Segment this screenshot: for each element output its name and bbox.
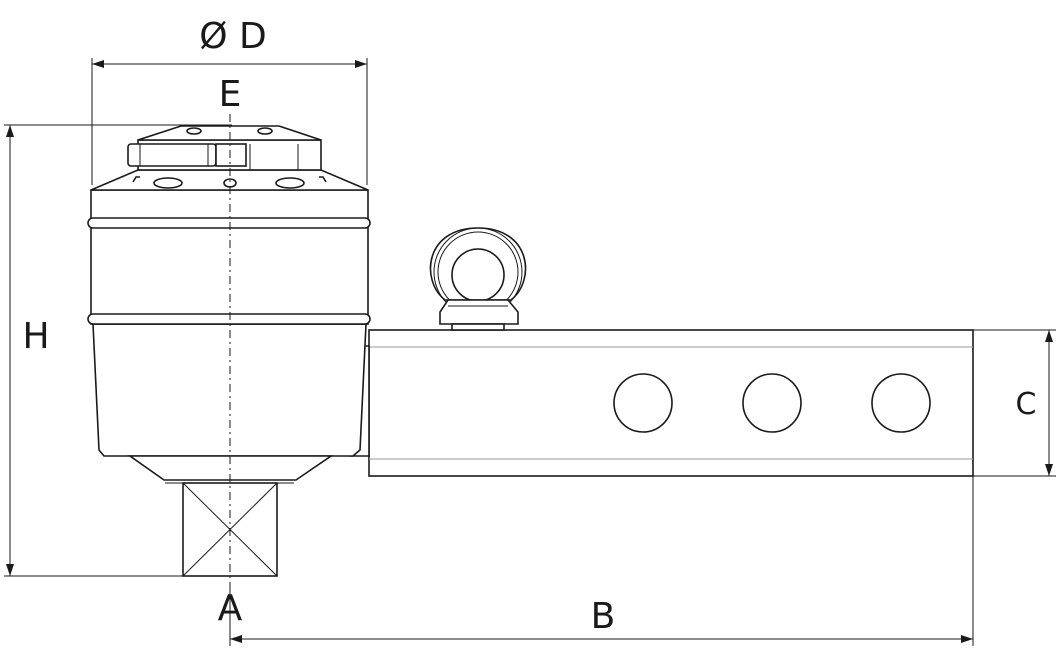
o-ring-lower	[87, 313, 371, 325]
dimension-b: B	[229, 476, 974, 646]
label-h: H	[22, 316, 49, 357]
tool-body	[87, 169, 371, 484]
dimension-h: H	[4, 124, 232, 577]
label-a: A	[218, 588, 243, 629]
arm-hole-1	[613, 373, 673, 433]
reaction-arm	[368, 329, 974, 477]
arm-hole-2	[742, 373, 802, 433]
arm-hole-3	[871, 373, 931, 433]
label-b: B	[591, 596, 616, 637]
label-e: E	[219, 74, 242, 115]
latch-handle	[127, 143, 217, 167]
label-diameter-d: Ø D	[199, 16, 267, 57]
top-cap	[127, 125, 322, 171]
o-ring-upper	[87, 217, 371, 229]
label-c: C	[1016, 387, 1037, 422]
dimension-diameter-d: Ø D	[91, 16, 368, 185]
lifting-eye-bolt	[429, 227, 527, 331]
dimension-c: C	[973, 329, 1056, 477]
